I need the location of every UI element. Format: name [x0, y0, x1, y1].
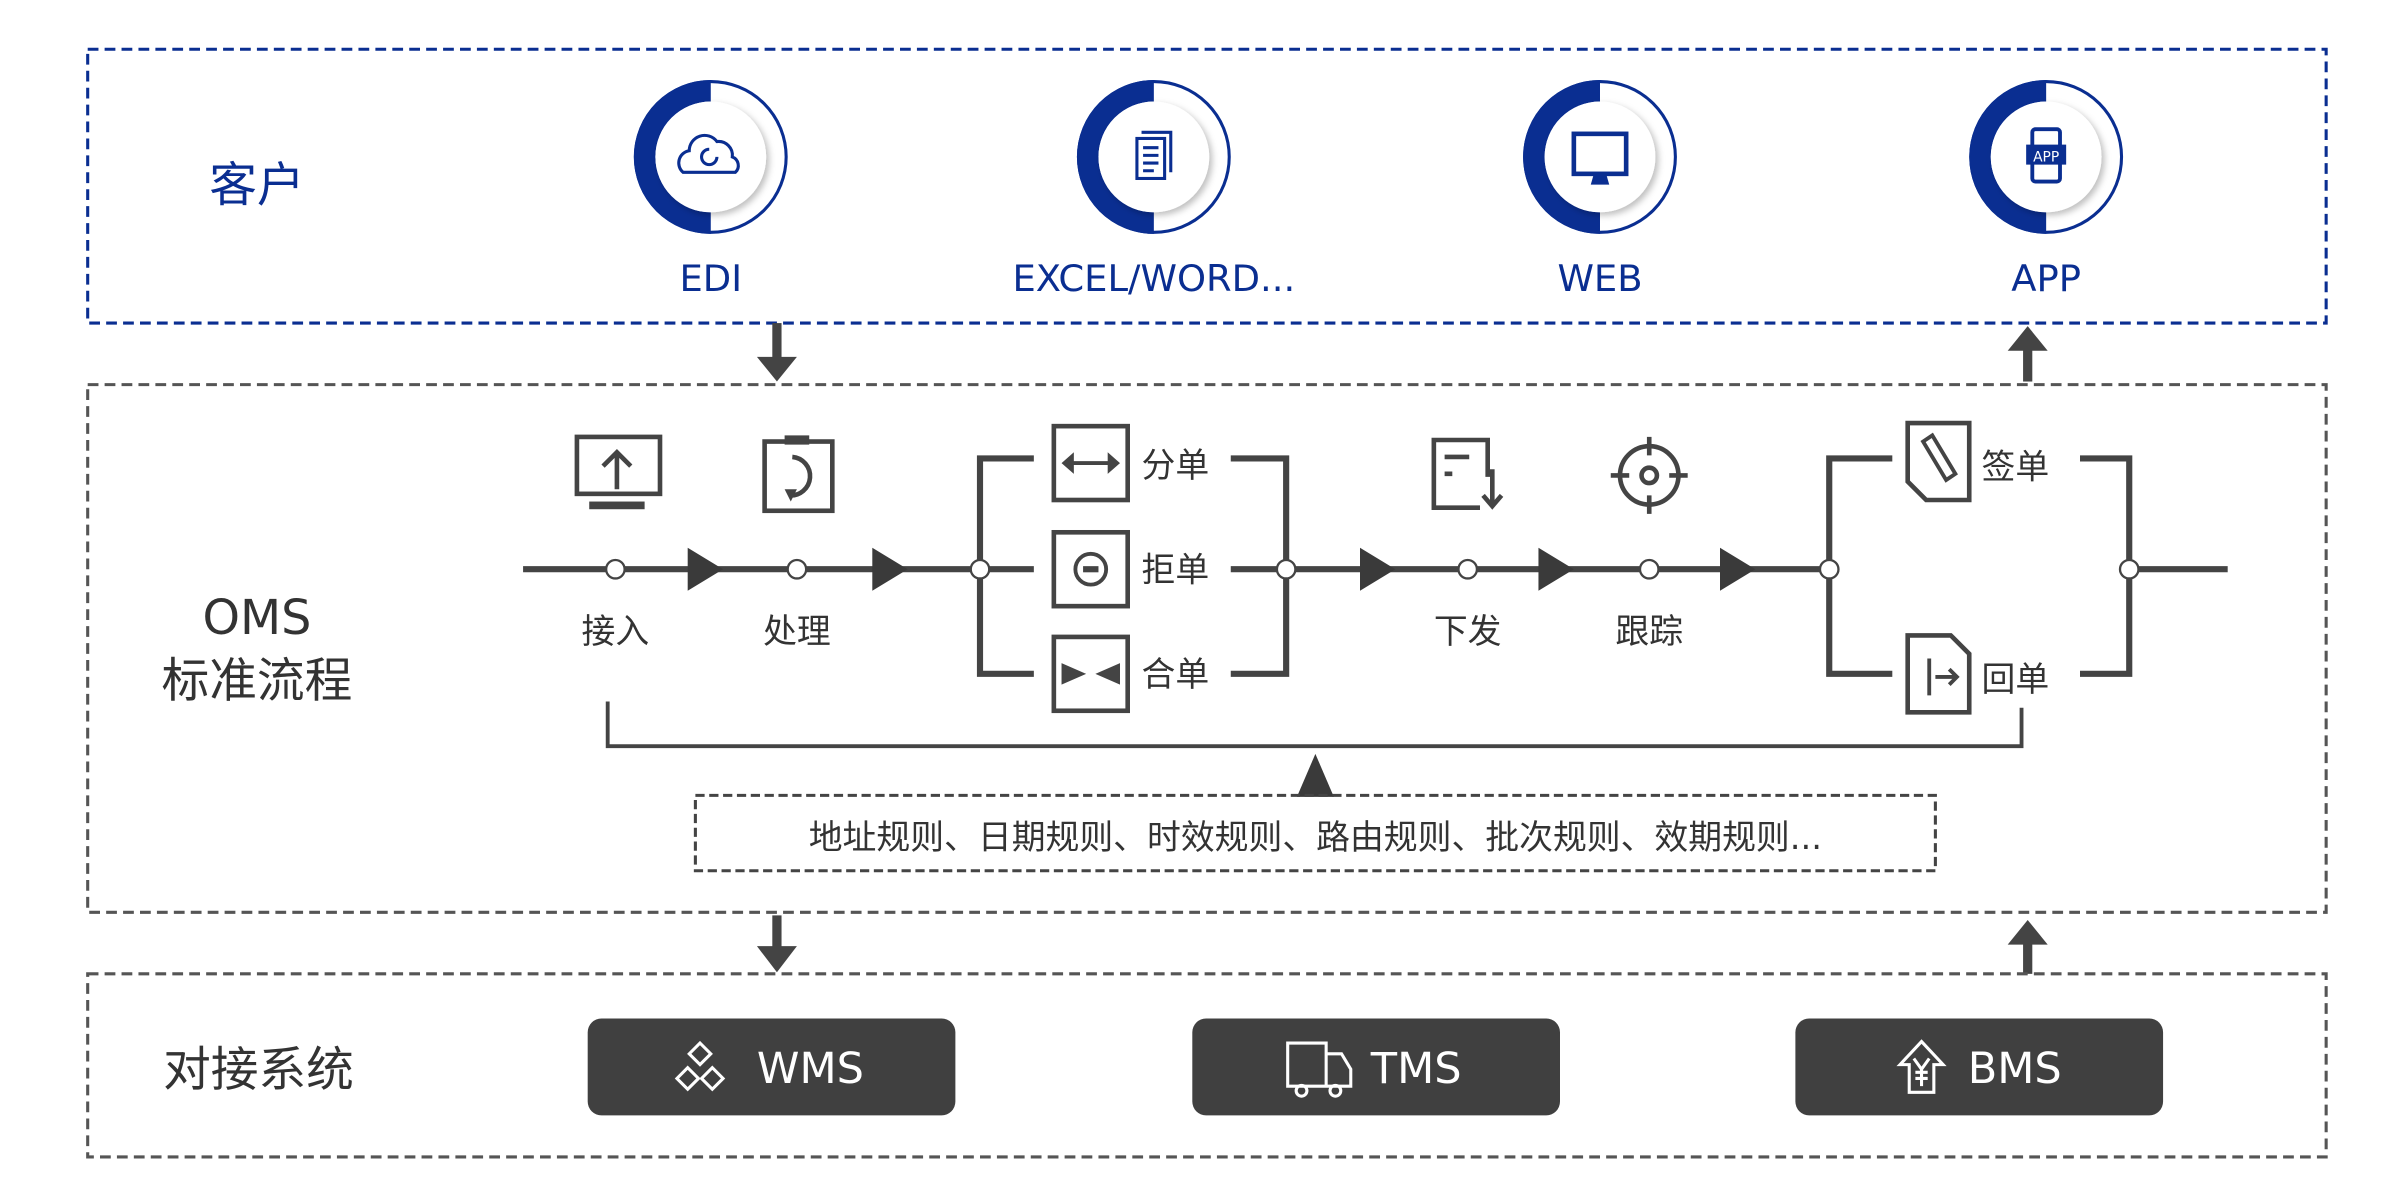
- step-label: 接入: [582, 612, 650, 651]
- rules-bracket: [605, 701, 2024, 749]
- system-label: BMS: [1968, 1044, 2062, 1094]
- step-process: 处理: [762, 435, 835, 651]
- monitor-icon: [1571, 131, 1629, 185]
- cloud-sync-icon: [677, 133, 740, 174]
- branch-reject: 拒单: [1051, 530, 1210, 609]
- document-download-icon: [1431, 437, 1504, 510]
- flow-nodes: [605, 558, 2140, 580]
- rules-pointer-icon: [1296, 753, 1334, 797]
- channel-label: APP: [2011, 257, 2081, 300]
- minus-circle-icon: [1051, 530, 1130, 609]
- split-arrows-icon: [1051, 423, 1130, 503]
- channel-label: EDI: [679, 257, 742, 300]
- merge-arrows-icon: [1051, 634, 1130, 714]
- branch-sign: 签单: [1905, 420, 2050, 503]
- rules-text: 地址规则、日期规则、时效规则、路由规则、批次规则、效期规则...: [809, 818, 1822, 857]
- branch-label: 合单: [1142, 655, 1210, 694]
- branch-return: 回单: [1905, 633, 2050, 715]
- integration-title: 对接系统: [163, 1043, 354, 1098]
- step-dispatch: 下发: [1431, 437, 1504, 651]
- clipboard-refresh-icon: [762, 435, 835, 514]
- customer-section: [86, 47, 2328, 325]
- step-access: 接入: [574, 434, 663, 651]
- main-flow-line: [523, 455, 2228, 677]
- svg-text:APP: APP: [2033, 150, 2059, 166]
- branch-split: 分单: [1051, 423, 1210, 503]
- system-wms-button[interactable]: WMS: [587, 1018, 956, 1116]
- arrow-up-icon: [2007, 326, 2048, 382]
- oms-title-line2: 标准流程: [162, 654, 353, 709]
- step-label: 跟踪: [1615, 612, 1683, 651]
- system-label: TMS: [1370, 1044, 1462, 1094]
- oms-title-line1: OMS: [202, 591, 311, 646]
- mobile-app-icon: APP: [2026, 127, 2067, 184]
- document-stack-icon: [1135, 130, 1173, 181]
- system-label: WMS: [757, 1044, 864, 1094]
- channel-edi: EDI: [633, 80, 788, 300]
- customer-title: 客户: [209, 159, 304, 214]
- step-tracking: 跟踪: [1610, 436, 1688, 651]
- channel-app: APP APP: [1969, 80, 2124, 300]
- monitor-upload-icon: [574, 434, 663, 510]
- channel-label: EXCEL/WORD...: [1012, 257, 1295, 300]
- return-document-icon: [1905, 633, 1972, 715]
- step-label: 下发: [1434, 612, 1502, 651]
- branch-label: 回单: [1982, 660, 2050, 699]
- channel-web: WEB: [1523, 80, 1677, 300]
- branch-label: 分单: [1142, 446, 1210, 485]
- rules-box: [693, 793, 1937, 873]
- branch-merge: 合单: [1051, 634, 1210, 714]
- arrow-up-icon: [2007, 920, 2048, 974]
- boxes-icon: [674, 1040, 726, 1092]
- channel-label: WEB: [1557, 257, 1642, 300]
- channel-excel-word: EXCEL/WORD...: [1012, 80, 1295, 300]
- step-label: 处理: [763, 612, 831, 651]
- arrow-down-icon: [756, 323, 797, 382]
- house-yen-icon: [1896, 1039, 1947, 1094]
- branch-label: 拒单: [1142, 551, 1210, 590]
- sign-document-icon: [1905, 420, 1972, 503]
- system-tms-button[interactable]: TMS: [1192, 1018, 1560, 1116]
- oms-section: [86, 383, 2328, 914]
- arrow-down-icon: [756, 915, 797, 973]
- integration-section: [86, 972, 2328, 1159]
- truck-icon: [1286, 1041, 1353, 1098]
- branch-label: 签单: [1982, 447, 2050, 486]
- target-icon: [1610, 436, 1688, 514]
- system-bms-button[interactable]: BMS: [1795, 1018, 2164, 1116]
